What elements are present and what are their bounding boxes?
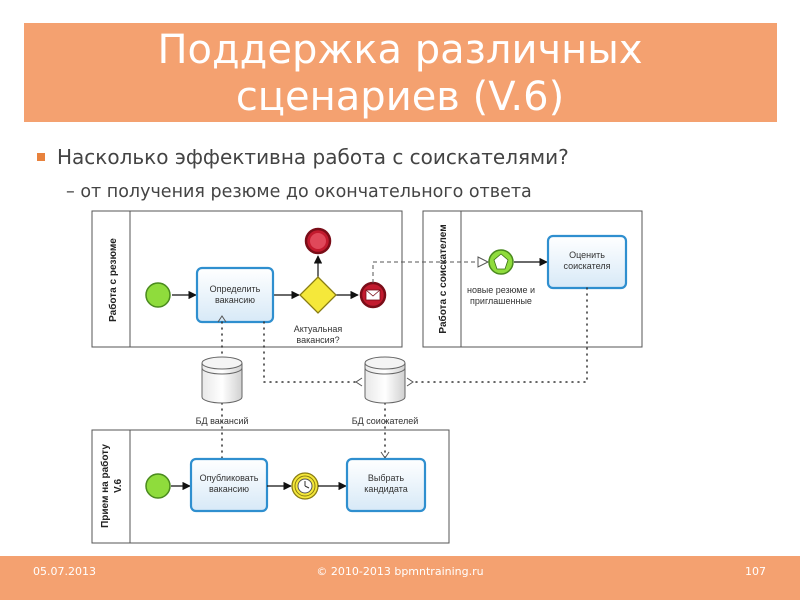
task-publish-vacancy xyxy=(189,457,269,513)
task-publish-vacancy-line2: вакансию xyxy=(209,484,249,494)
gateway-label-line1: Актуальная xyxy=(294,324,343,334)
message-start-label-line2: приглашенные xyxy=(470,296,532,306)
title-band xyxy=(24,23,777,122)
task-define-vacancy xyxy=(195,266,275,324)
task-assess-candidate-line1: Оценить xyxy=(569,250,605,260)
pool-hiring xyxy=(91,429,450,544)
pool-resume xyxy=(91,210,403,348)
footer-copyright: © 2010-2013 bpmntraining.ru xyxy=(316,565,484,578)
timer-event-icon xyxy=(291,472,319,500)
bullet-sub: – от получения резюме до окончательного … xyxy=(66,182,532,202)
bullet-main: Насколько эффективна работа с соискателя… xyxy=(37,145,569,169)
footer-date: 05.07.2013 xyxy=(33,565,96,578)
message-start-label-line1: новые резюме и xyxy=(467,285,535,295)
footer-band: 05.07.2013 © 2010-2013 bpmntraining.ru 1… xyxy=(0,556,800,600)
task-choose-candidate-line1: Выбрать xyxy=(368,473,405,483)
task-define-vacancy-line2: вакансию xyxy=(215,295,255,305)
footer-page-number: 107 xyxy=(745,565,766,578)
bullet-marker xyxy=(37,153,45,161)
pool-resume-label: Работа с резюме xyxy=(107,238,119,322)
exclusive-gateway-icon xyxy=(299,276,337,314)
pool-hiring-label-line1: Прием на работу xyxy=(99,444,111,528)
task-choose-candidate-line2: кандидата xyxy=(364,484,407,494)
slide-title-line1: Поддержка различных xyxy=(157,27,643,73)
gateway-label-line2: вакансия? xyxy=(296,335,339,345)
database-candidates-icon xyxy=(364,356,406,404)
task-publish-vacancy-line1: Опубликовать xyxy=(200,473,259,483)
start-event-icon xyxy=(145,282,171,308)
task-assess-candidate-line2: соискателя xyxy=(564,261,611,271)
pool-hiring-label-line2: V.6 xyxy=(113,479,124,494)
database-vacancies-label: БД вакансий xyxy=(196,416,249,426)
database-vacancies-icon xyxy=(201,356,243,404)
task-choose-candidate xyxy=(345,457,427,513)
pool-candidate xyxy=(422,210,643,348)
task-define-vacancy-line1: Определить xyxy=(210,284,261,294)
bullet-main-text: Насколько эффективна работа с соискателя… xyxy=(57,145,569,169)
database-candidates-label: БД соискателей xyxy=(352,416,419,426)
slide-title-line2: сценариев (V.6) xyxy=(235,74,565,120)
start-event-hiring-icon xyxy=(145,473,171,499)
pool-candidate-label: Работа с соискателем xyxy=(437,224,449,333)
